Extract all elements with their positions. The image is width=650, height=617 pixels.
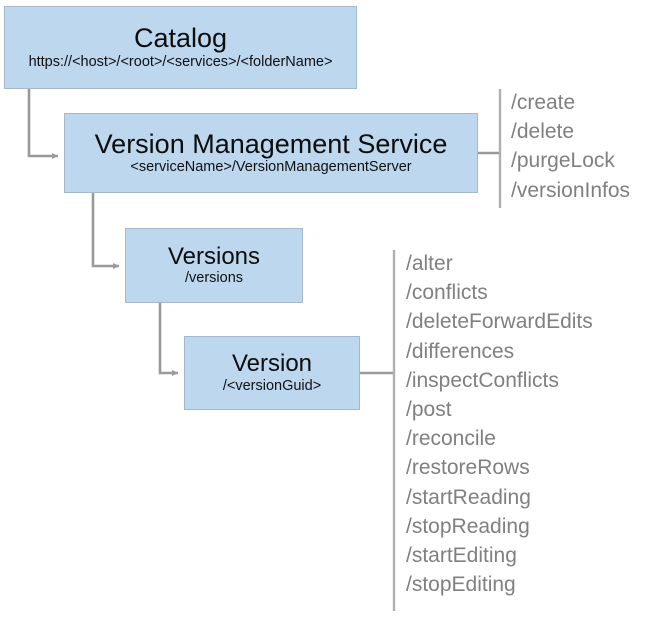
node-version-title: Version [231,350,313,378]
service-operation-1[interactable]: /delete [511,120,575,144]
version-operations-list: /alter/conflicts/deleteForwardEdits/diff… [406,249,593,599]
version-operation-0[interactable]: /alter [406,252,453,275]
version-operation-1[interactable]: /conflicts [406,281,488,305]
node-catalog[interactable]: Catalog https://<host>/<root>/<services>… [4,6,357,89]
node-versions[interactable]: Versions /versions [125,228,303,303]
node-version-management-service-title: Version Management Service [94,129,448,160]
version-operation-10[interactable]: /startEditing [406,544,517,568]
version-operation-9[interactable]: /stopReading [406,514,530,538]
node-version-management-service-subtitle: <serviceName>/VersionManagementServer [130,158,412,175]
node-version[interactable]: Version /<versionGuid> [184,336,360,410]
node-version-management-service[interactable]: Version Management Service <serviceName>… [64,113,478,193]
connector-service-to-versions [91,193,120,270]
service-operation-3[interactable]: /versionInfos [511,178,631,202]
connector-versions-to-version [158,303,179,377]
version-operation-6[interactable]: /reconcile [406,427,496,451]
version-operation-8[interactable]: /startReading [406,485,531,509]
connector-catalog-to-service [27,89,59,160]
service-operations-list: /create/delete/purgeLock/versionInfos [511,88,630,205]
version-operation-7[interactable]: /restoreRows [406,456,530,480]
version-operation-5[interactable]: /post [406,398,452,422]
version-operation-11[interactable]: /stopEditing [406,573,516,597]
version-operation-3[interactable]: /differences [406,339,515,363]
node-versions-subtitle: /versions [184,270,244,287]
version-operation-2[interactable]: /deleteForwardEdits [406,310,593,334]
version-operation-4[interactable]: /inspectConflicts [406,368,559,392]
node-versions-title: Versions [167,242,261,270]
node-version-subtitle: /<versionGuid> [222,377,322,394]
node-catalog-title: Catalog [133,23,228,54]
node-catalog-subtitle: https://<host>/<root>/<services>/<folder… [28,53,333,70]
service-operation-0[interactable]: /create [511,91,576,114]
service-operation-2[interactable]: /purgeLock [511,149,615,173]
